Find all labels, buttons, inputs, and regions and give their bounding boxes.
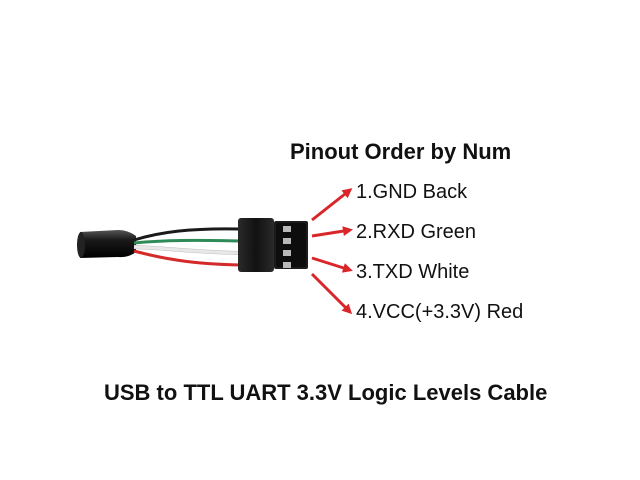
wire-4	[133, 249, 241, 267]
pin-label-4: 4.VCC(+3.3V) Red	[356, 301, 524, 323]
wire-3	[133, 245, 241, 255]
pin-label-1: 1.GND Back	[356, 181, 468, 203]
wire-1	[133, 227, 241, 242]
pointer-arrows	[310, 188, 353, 315]
arrow-4	[310, 272, 353, 315]
dupont-connector	[238, 218, 308, 272]
arrow-1	[311, 188, 353, 222]
arrow-2	[311, 226, 353, 238]
pin-label-3: 3.TXD White	[356, 261, 470, 283]
pin-4	[283, 262, 291, 268]
pin-2	[283, 238, 291, 244]
wires	[133, 227, 241, 267]
diagram-title: Pinout Order by Num	[290, 139, 512, 164]
pin-1	[283, 226, 291, 232]
cable-end	[77, 232, 85, 258]
pin-3	[283, 250, 291, 256]
wire-2	[133, 238, 241, 245]
connector-pins	[283, 226, 291, 268]
pin-label-2: 2.RXD Green	[356, 221, 477, 243]
arrow-3	[311, 256, 353, 273]
diagram-caption: USB to TTL UART 3.3V Logic Levels Cable	[104, 380, 548, 405]
cable-jacket	[80, 230, 136, 258]
